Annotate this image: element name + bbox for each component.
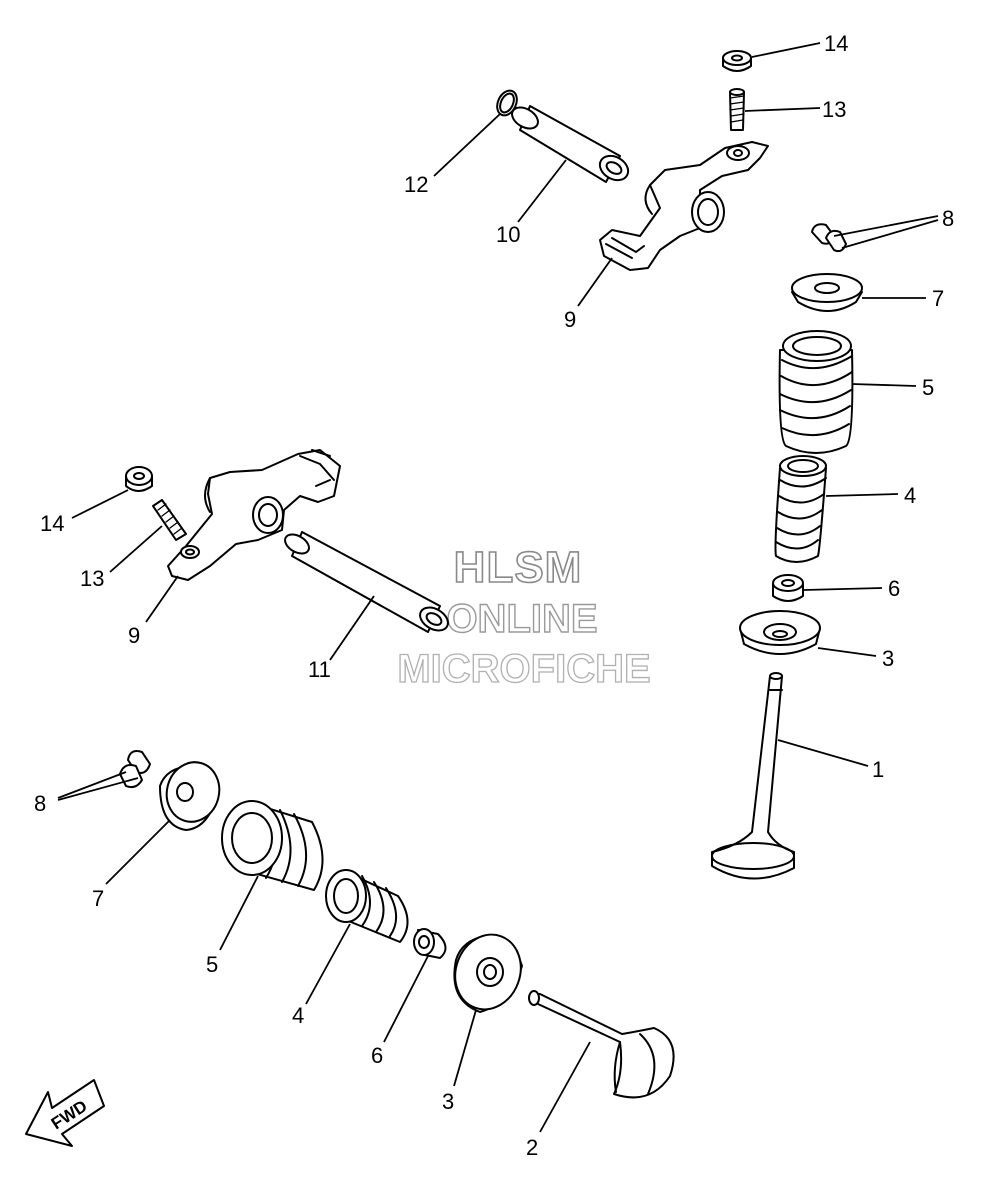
callout-6-lower: 6 (371, 1043, 383, 1068)
inner-spring-upper-part[interactable] (774, 455, 827, 563)
callout-8-lower: 8 (34, 791, 46, 816)
callout-1: 1 (872, 757, 884, 782)
callout-7-upper: 7 (932, 286, 944, 311)
callout-13-upper: 13 (822, 97, 846, 122)
callout-labels: 14 13 12 10 8 9 7 5 4 14 13 6 9 3 11 1 8… (34, 31, 954, 1160)
oil-seal-lower-part[interactable] (413, 928, 447, 959)
rocker-shaft-lower-part[interactable] (282, 531, 452, 636)
watermark-line3: MICROFICHE (397, 647, 650, 691)
intake-valve-part[interactable] (711, 672, 795, 880)
nut-top-part[interactable] (722, 50, 752, 72)
inner-spring-lower-part[interactable] (325, 869, 409, 943)
fwd-arrow: FWD (25, 1079, 105, 1147)
cotter-upper-part[interactable] (811, 223, 847, 253)
watermark-line2: ONLINE (446, 597, 597, 641)
spring-retainer-lower-part[interactable] (159, 756, 226, 831)
callout-14-left: 14 (40, 511, 64, 536)
spring-seat-upper-part[interactable] (739, 610, 821, 655)
callout-7-lower: 7 (92, 886, 104, 911)
callout-5-lower: 5 (206, 952, 218, 977)
callout-4-upper: 4 (904, 483, 916, 508)
oil-seal-upper-part[interactable] (772, 574, 804, 602)
outer-spring-lower-part[interactable] (221, 800, 324, 891)
leader-lines (57, 42, 939, 1133)
callout-12: 12 (404, 172, 428, 197)
callout-3-upper: 3 (882, 646, 894, 671)
callout-8-upper: 8 (942, 206, 954, 231)
o-ring-part[interactable] (493, 87, 520, 118)
callout-14-upper: 14 (824, 31, 848, 56)
watermark: HLSM ONLINE MICROFICHE (397, 542, 652, 691)
callout-11: 11 (308, 657, 331, 682)
rocker-shaft-upper-part[interactable] (508, 103, 632, 185)
callout-6-upper: 6 (888, 576, 900, 601)
callout-9-upper: 9 (564, 307, 576, 332)
rocker-arm-upper-part[interactable] (599, 141, 769, 271)
callout-3-lower: 3 (442, 1089, 454, 1114)
exhaust-valve-part[interactable] (528, 990, 675, 1099)
nut-left-part[interactable] (125, 466, 153, 492)
rocker-arm-left-part[interactable] (167, 449, 341, 581)
callout-9-left: 9 (128, 623, 140, 648)
adjusting-screw-top-part[interactable] (729, 88, 745, 131)
callout-13-left: 13 (80, 566, 104, 591)
spring-seat-lower-part[interactable] (445, 925, 531, 1018)
adjusting-screw-left-part[interactable] (152, 499, 187, 541)
callout-10: 10 (496, 222, 520, 247)
callout-2: 2 (526, 1135, 538, 1160)
callout-4-lower: 4 (292, 1003, 304, 1028)
callout-5-upper: 5 (922, 375, 934, 400)
spring-retainer-upper-part[interactable] (791, 273, 863, 312)
watermark-line1: HLSM (454, 543, 583, 592)
outer-spring-upper-part[interactable] (778, 330, 854, 454)
